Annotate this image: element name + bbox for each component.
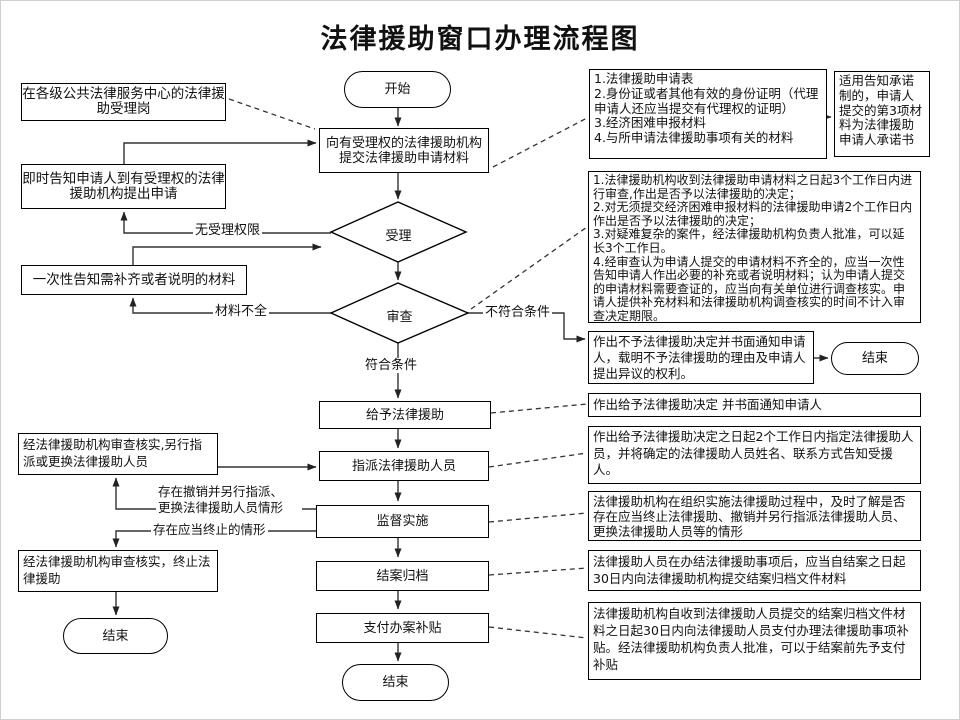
reception-post-box: 在各级公共法律服务中心的法律援助受理岗 xyxy=(21,83,226,121)
grant-aid-label: 给予法律援助 xyxy=(365,407,444,423)
end-node-right: 结束 xyxy=(831,342,919,375)
deny-decision-box: 作出不予法律援助决定并书面通知申请人，载明不予法律援助的理由及申请人提出异议的权… xyxy=(588,331,814,384)
submit-application-node: 向有受理权的法律援助机构提交法律援助申请材料 xyxy=(319,128,489,173)
edge-label-incomplete: 材料不全 xyxy=(213,304,270,319)
archive-rule-box: 法律援助人员在办结法律援助事项后，应当自结案之日起30日内向法律援助机构提交结案… xyxy=(588,550,921,591)
reassign-box: 经法律援助机构审查核实,另行指派或更换法律援助人员 xyxy=(18,433,218,475)
assign-rule-box: 作出给予法律援助决定之日起2个工作日内指定法律援助人员，并将确定的法律援助人员姓… xyxy=(588,426,921,484)
supervise-node: 监督实施 xyxy=(316,505,489,538)
archive-label: 结案归档 xyxy=(376,568,429,584)
end-left-label: 结束 xyxy=(102,628,129,644)
archive-node: 结案归档 xyxy=(316,561,489,591)
end-node-left: 结束 xyxy=(63,618,168,654)
end-right-label: 结束 xyxy=(861,351,888,366)
edge-label-revoke-reassign: 存在撤销并另行指派、 更换法律援助人员情形 xyxy=(156,484,302,516)
assign-personnel-node: 指派法律援助人员 xyxy=(319,451,489,481)
supervise-rule-box: 法律援助机构在组织实施法律援助过程中，及时了解是否存在应当终止法律援助、撤销并另… xyxy=(588,491,921,541)
supervise-label: 监督实施 xyxy=(376,514,429,529)
accept-diamond xyxy=(329,201,468,263)
review-diamond-label: 审查 xyxy=(386,310,413,325)
page-title: 法律援助窗口办理流程图 xyxy=(320,24,640,55)
start-label: 开始 xyxy=(384,82,411,97)
subsidy-rule-box: 法律援助机构自收到法律援助人员提交的结案归档文件材料之日起30日内向法律援助人员… xyxy=(588,602,921,680)
assign-personnel-label: 指派法律援助人员 xyxy=(351,458,456,474)
reception-post-label: 在各级公共法律服务中心的法律援助受理岗 xyxy=(22,86,225,117)
end-node-center: 结束 xyxy=(342,664,449,701)
subsidy-node: 支付办案补贴 xyxy=(316,613,489,643)
grant-aid-node: 给予法律援助 xyxy=(319,401,491,429)
edge-label-qualified: 符合条件 xyxy=(363,358,420,373)
notify-materials-box: 一次性告知需补齐或者说明的材料 xyxy=(21,265,247,295)
notify-materials-label: 一次性告知需补齐或者说明的材料 xyxy=(32,271,236,288)
notify-apply-box: 即时告知申请人到有受理权的法律援助机构提出申请 xyxy=(21,164,226,209)
edge-label-not-qualified: 不符合条件 xyxy=(483,305,553,320)
promise-note-box: 适用告知承诺制的，申请人提交的第3项材料为法律援助申请人承诺书 xyxy=(834,71,930,157)
review-rules-box: 1.法律援助机构收到法律援助申请材料之日起3个工作日内进行审查,作出是否予以法律… xyxy=(588,171,921,323)
end-center-label: 结束 xyxy=(382,675,409,690)
submit-application-label: 向有受理权的法律援助机构提交法律援助申请材料 xyxy=(325,135,482,166)
review-diamond xyxy=(329,282,470,344)
subsidy-label: 支付办案补贴 xyxy=(363,620,442,636)
edge-label-no-authority: 无受理权限 xyxy=(193,223,263,238)
accept-diamond-label: 受理 xyxy=(385,229,412,244)
start-node: 开始 xyxy=(344,71,451,108)
grant-notice-box: 作出给予法律援助决定 并书面通知申请人 xyxy=(588,393,921,417)
terminate-box: 经法律援助机构审查核实，终止法律援助 xyxy=(18,550,218,592)
materials-list-box: 1.法律援助申请表 2.身份证或者其他有效的身份证明（代理申请人还应当提交有代理… xyxy=(589,69,827,159)
notify-apply-label: 即时告知申请人到有受理权的法律援助机构提出申请 xyxy=(22,170,225,202)
edge-label-should-terminate: 存在应当终止的情形 xyxy=(151,522,268,537)
